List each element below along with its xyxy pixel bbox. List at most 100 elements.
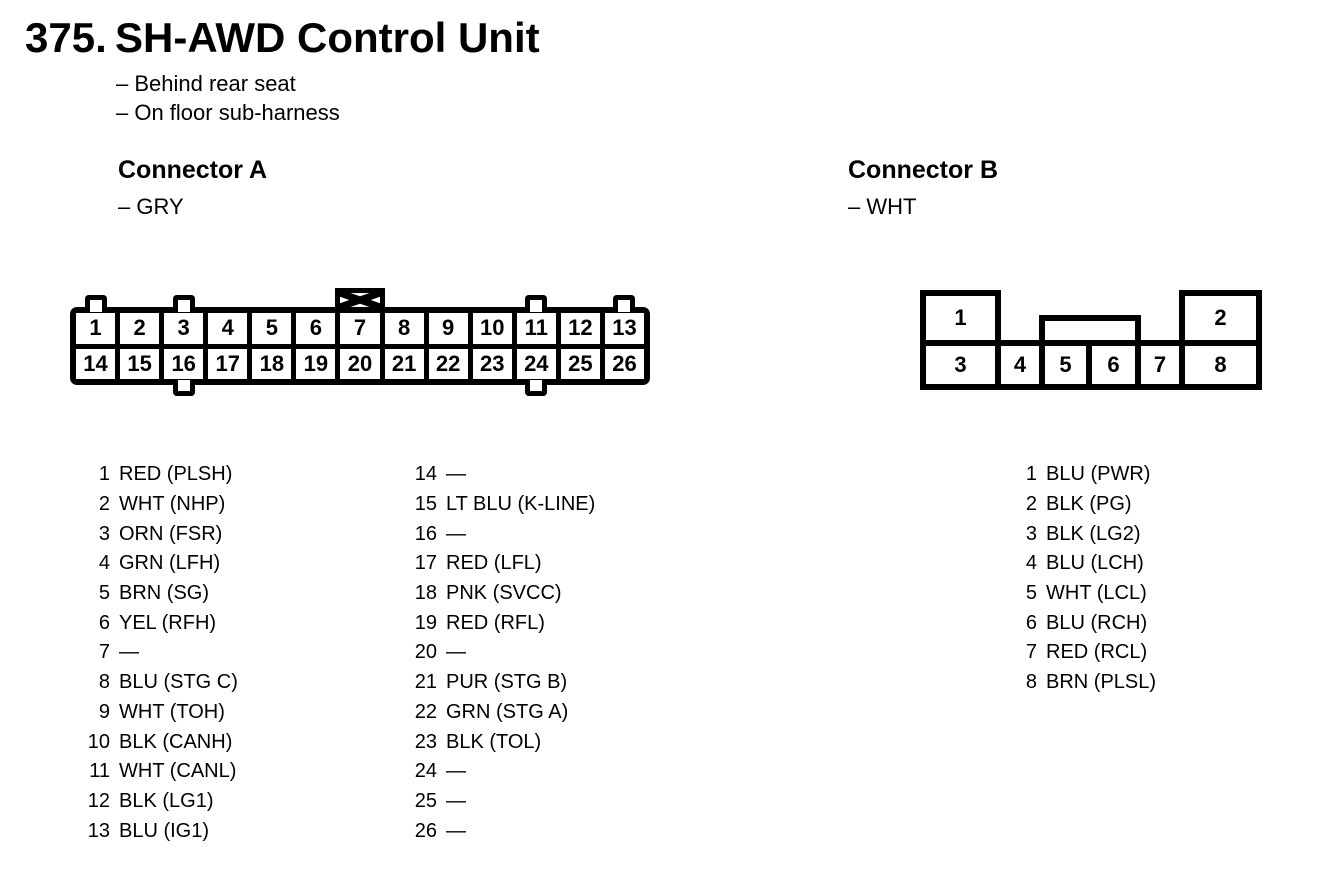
pin-number: 20 — [414, 641, 437, 664]
connector-a-cavity-12: 12 — [560, 313, 600, 344]
pin-number: 24 — [414, 760, 437, 783]
pin-description: YEL (RFH) — [119, 611, 217, 634]
pin-row: 1 BLU (PWR) — [1011, 460, 1156, 490]
connector-a-cavity-24: 24 — [516, 348, 556, 379]
pin-number: 6 — [1025, 611, 1037, 634]
pin-description: RED (LFL) — [446, 552, 542, 575]
page-title: SH-AWD Control Unit — [115, 14, 540, 61]
pin-number: 21 — [414, 671, 437, 694]
connector-a-top-tab-1 — [84, 295, 107, 312]
pin-row: 16— — [411, 519, 595, 549]
connector-a-cavity-23: 23 — [472, 348, 512, 379]
pin-number: 9 — [98, 700, 110, 723]
pin-description: BLU (RCH) — [1046, 611, 1148, 634]
pin-row: 6 YEL (RFH) — [84, 608, 238, 638]
pin-row: 12 BLK (LG1) — [84, 787, 238, 817]
pin-description: BLK (CANH) — [119, 730, 233, 753]
pin-row: 10 BLK (CANH) — [84, 727, 238, 757]
pin-number: 17 — [414, 552, 437, 575]
connector-a-top-tab-11 — [525, 295, 548, 312]
pin-description: BLU (PWR) — [1046, 463, 1151, 486]
connector-a-cavity-15: 15 — [120, 348, 160, 379]
pin-row: 24— — [411, 757, 595, 787]
pin-description: BLK (LG2) — [1046, 522, 1141, 545]
connector-a-cavity-3: 3 — [164, 313, 204, 344]
connector-a-cavity-2: 2 — [120, 313, 160, 344]
pin-row: 4 GRN (LFH) — [84, 549, 238, 579]
pin-number: 6 — [98, 611, 110, 634]
pin-number: 12 — [87, 789, 110, 812]
keyway-icon — [335, 288, 385, 312]
connector-b-cavity-3: 3 — [926, 346, 995, 384]
pin-description: BLK (LG1) — [119, 789, 214, 812]
pin-description: LT BLU (K-LINE) — [446, 493, 596, 516]
pin-row: 7— — [84, 638, 238, 668]
connector-a-cavity-21: 21 — [384, 348, 424, 379]
pin-number: 13 — [87, 819, 110, 842]
pin-number: 4 — [98, 552, 110, 575]
pin-number: 2 — [98, 493, 110, 516]
pin-number: 2 — [1025, 493, 1037, 516]
pin-description: PUR (STG B) — [446, 671, 568, 694]
pin-row: 9 WHT (TOH) — [84, 698, 238, 728]
connector-a-top-tab-13 — [613, 295, 636, 312]
pin-description: WHT (TOH) — [119, 700, 225, 723]
pin-number: 5 — [98, 582, 110, 605]
connector-a-cavity-18: 18 — [252, 348, 292, 379]
section-number: 375. — [25, 14, 107, 61]
pin-row: 23 BLK (TOL) — [411, 727, 595, 757]
connector-b-cavity-4: 4 — [1001, 346, 1039, 384]
pin-number: 10 — [87, 730, 110, 753]
connector-a-cavity-9: 9 — [428, 313, 468, 344]
pin-number: 1 — [1025, 463, 1037, 486]
pin-description: BLU (LCH) — [1046, 552, 1144, 575]
pin-number: 15 — [414, 493, 437, 516]
connector-a-color-note: – GRY — [118, 194, 184, 219]
pin-row: 1 RED (PLSH) — [84, 460, 238, 490]
pin-number: 1 — [98, 463, 110, 486]
pin-number: 26 — [414, 819, 437, 842]
connector-b-cavity-7: 7 — [1141, 346, 1179, 384]
connector-a-cavity-1: 1 — [76, 313, 116, 344]
pin-description: RED (RCL) — [1046, 641, 1148, 664]
connector-a-cavity-8: 8 — [384, 313, 424, 344]
pin-row: 22 GRN (STG A) — [411, 698, 595, 728]
pin-description: BLU (STG C) — [119, 671, 238, 694]
pin-description: GRN (STG A) — [446, 700, 569, 723]
connector-a-cavity-7: 7 — [340, 313, 380, 344]
connector-a-cavity-22: 22 — [428, 348, 468, 379]
connector-a-cavity-13: 13 — [604, 313, 644, 344]
connector-a-top-tab-3 — [172, 295, 195, 312]
pin-description: BRN (PLSL) — [1046, 671, 1157, 694]
pin-number: 4 — [1025, 552, 1037, 575]
pin-description: GRN (LFH) — [119, 552, 221, 575]
page-title-row: 375. SH-AWD Control Unit — [25, 14, 540, 62]
connector-b-heading: Connector B — [848, 156, 998, 184]
pin-number: 23 — [414, 730, 437, 753]
pin-number: 3 — [98, 522, 110, 545]
pin-description: RED (PLSH) — [119, 463, 233, 486]
connector-b-cavity-2: 2 — [1179, 290, 1262, 340]
connector-a-cavity-17: 17 — [208, 348, 248, 379]
connector-b-cavity-1: 1 — [920, 290, 1001, 340]
pin-number: 22 — [414, 700, 437, 723]
pin-number: 19 — [414, 611, 437, 634]
pin-number: 14 — [414, 463, 437, 486]
pin-row: 3 ORN (FSR) — [84, 519, 238, 549]
pin-description: WHT (CANL) — [119, 760, 237, 783]
connector-a-cavity-19: 19 — [296, 348, 336, 379]
pin-description: BLK (TOL) — [446, 730, 542, 753]
location-note-2: – On floor sub-harness — [116, 100, 340, 125]
pin-description: ORN (FSR) — [119, 522, 223, 545]
connector-b-cavity-6: 6 — [1092, 346, 1135, 384]
